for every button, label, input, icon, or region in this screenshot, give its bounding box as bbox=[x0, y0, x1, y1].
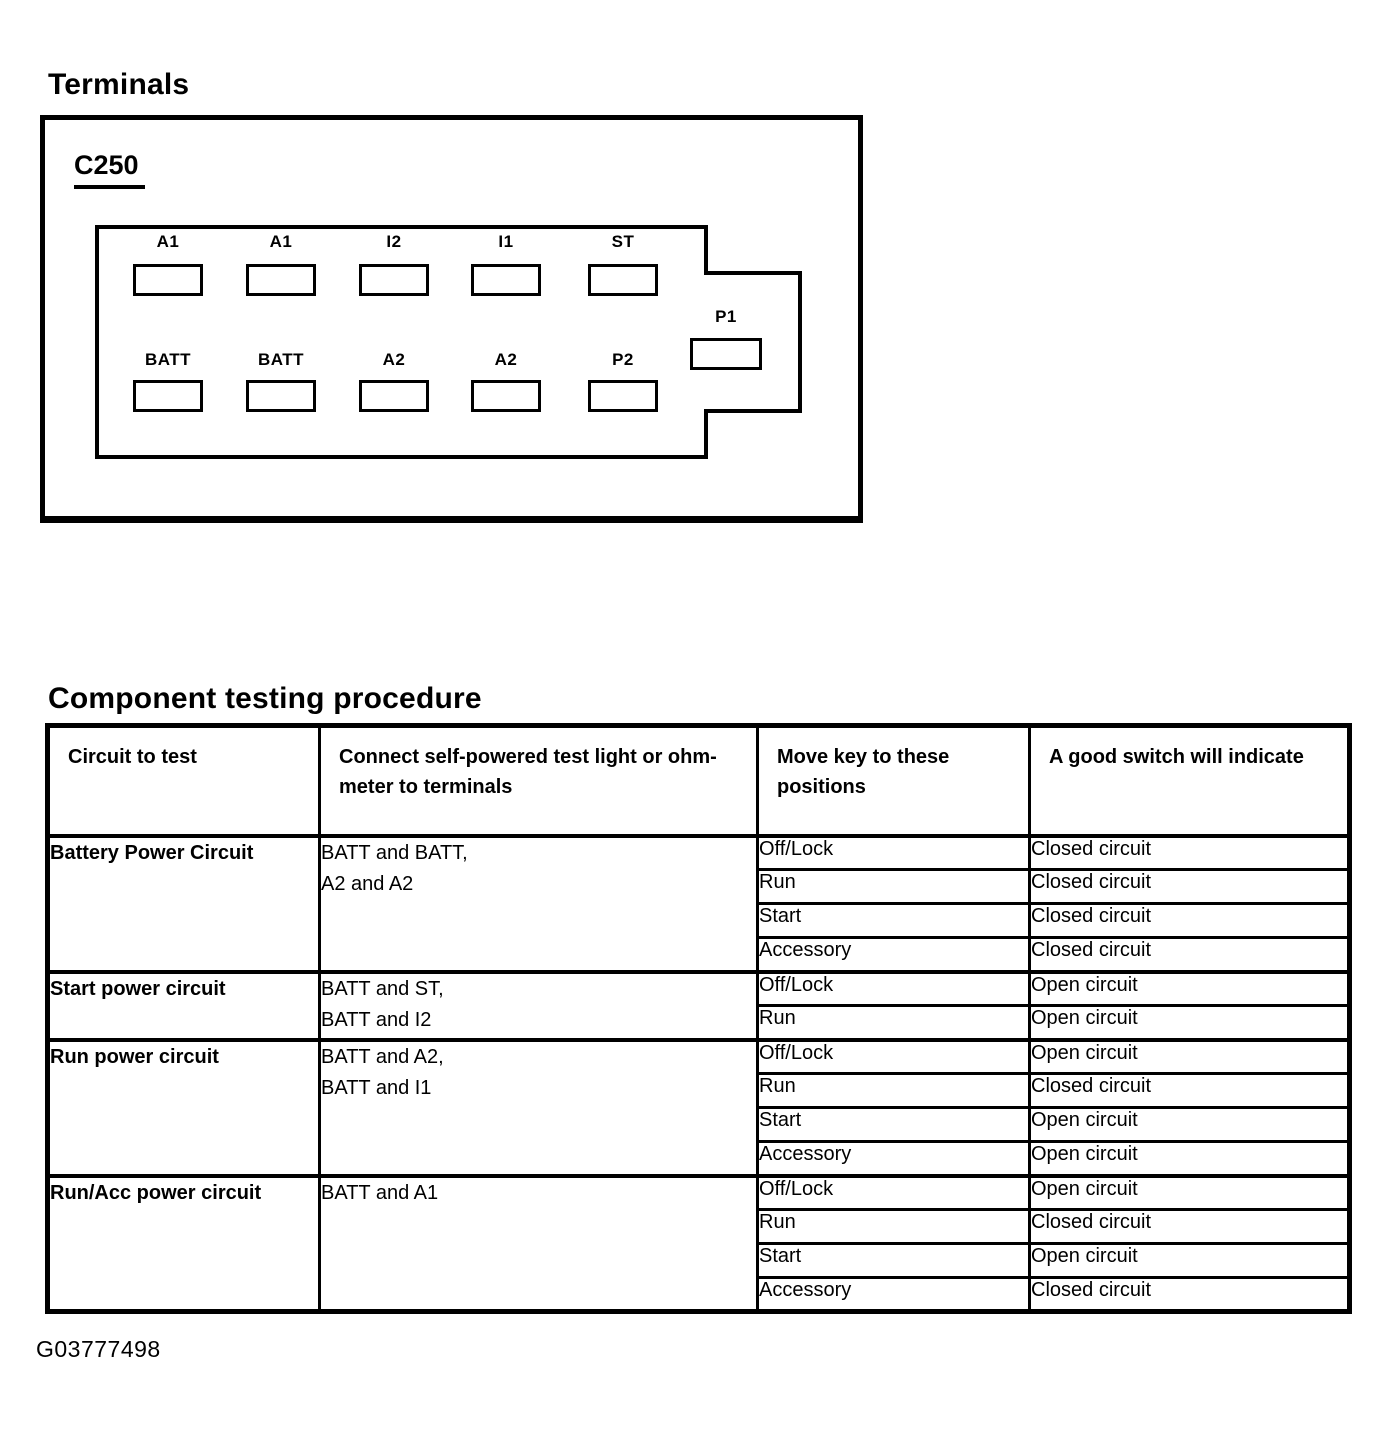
table-row: Run power circuit BATT and A2, BATT and … bbox=[46, 1037, 1351, 1177]
circuit-cell: Battery Power Circuit bbox=[46, 833, 321, 973]
procedure-heading: Component testing procedure bbox=[48, 682, 482, 715]
figure-id: G03777498 bbox=[36, 1336, 161, 1362]
terminals-line: A2 and A2 bbox=[321, 872, 414, 895]
table-row: Run Closed circuit bbox=[48, 868, 1351, 905]
terminal-label-p1: P1 bbox=[715, 307, 737, 326]
header-line: Circuit to test bbox=[68, 746, 197, 768]
terminal-label-top-2: A1 bbox=[269, 232, 293, 251]
testing-procedure-table: Circuit to test Connect self-powered tes… bbox=[45, 723, 1352, 1314]
terminal-box-bottom-5 bbox=[588, 380, 658, 412]
result-cell: Closed circuit bbox=[1028, 1072, 1351, 1109]
terminal-box-p1 bbox=[690, 338, 762, 370]
key-position-cell: Off/Lock bbox=[756, 969, 1031, 1007]
table-row: Run Closed circuit bbox=[48, 1072, 1351, 1109]
key-position-cell: Run bbox=[756, 1208, 1031, 1245]
terminal-label-top-3: I2 bbox=[386, 232, 402, 251]
terminal-box-top-5 bbox=[588, 264, 658, 296]
table-header-row: Circuit to test Connect self-powered tes… bbox=[46, 724, 1351, 838]
terminal-label-bottom-1: BATT bbox=[144, 350, 192, 369]
terminal-box-top-1 bbox=[133, 264, 203, 296]
header-connect-terminals: Connect self-powered test light or ohm- … bbox=[318, 724, 759, 838]
terminals-cell: BATT and A2, BATT and I1 bbox=[318, 1037, 759, 1177]
table-row: Accessory Closed circuit bbox=[48, 1276, 1351, 1313]
header-line: meter to terminals bbox=[339, 776, 513, 798]
terminal-box-top-2 bbox=[246, 264, 316, 296]
terminals-line: BATT and A1 bbox=[321, 1181, 439, 1204]
terminal-label-bottom-4: A2 bbox=[494, 350, 518, 369]
result-cell: Closed circuit bbox=[1028, 833, 1351, 871]
result-cell: Open circuit bbox=[1028, 1037, 1351, 1075]
result-cell: Closed circuit bbox=[1028, 1276, 1351, 1313]
terminal-label-top-5: ST bbox=[611, 232, 635, 251]
terminals-line: BATT and A2, bbox=[321, 1045, 444, 1068]
terminal-box-top-4 bbox=[471, 264, 541, 296]
key-position-cell: Accessory bbox=[756, 1140, 1031, 1177]
table-row: Run Closed circuit bbox=[48, 1208, 1351, 1245]
header-good-switch: A good switch will indicate bbox=[1028, 724, 1351, 838]
terminals-cell: BATT and A1 bbox=[318, 1173, 759, 1313]
key-position-cell: Off/Lock bbox=[756, 833, 1031, 871]
terminal-box-bottom-3 bbox=[359, 380, 429, 412]
terminal-box-bottom-1 bbox=[133, 380, 203, 412]
table-row: Start Open circuit bbox=[48, 1106, 1351, 1143]
result-cell: Open circuit bbox=[1028, 1242, 1351, 1279]
terminal-box-bottom-2 bbox=[246, 380, 316, 412]
table-row: Start Open circuit bbox=[48, 1242, 1351, 1279]
key-position-cell: Run bbox=[756, 868, 1031, 905]
key-position-cell: Start bbox=[756, 902, 1031, 939]
terminal-box-bottom-4 bbox=[471, 380, 541, 412]
header-circuit-to-test: Circuit to test bbox=[46, 724, 321, 838]
result-cell: Closed circuit bbox=[1028, 868, 1351, 905]
header-line: A good switch will indicate bbox=[1049, 746, 1304, 768]
terminals-line: BATT and ST, bbox=[321, 977, 444, 1000]
result-cell: Open circuit bbox=[1028, 1106, 1351, 1143]
terminals-cell: BATT and BATT, A2 and A2 bbox=[318, 833, 759, 973]
terminals-line: BATT and I2 bbox=[321, 1008, 432, 1031]
circuit-cell: Run/Acc power circuit bbox=[46, 1173, 321, 1313]
header-key-positions: Move key to these positions bbox=[756, 724, 1031, 838]
terminals-heading: Terminals bbox=[48, 68, 190, 101]
header-line: positions bbox=[777, 776, 866, 798]
terminals-line: BATT and I1 bbox=[321, 1076, 432, 1099]
result-cell: Open circuit bbox=[1028, 1173, 1351, 1211]
result-cell: Open circuit bbox=[1028, 1004, 1351, 1041]
table-row: Run Open circuit bbox=[48, 1004, 1351, 1041]
key-position-cell: Off/Lock bbox=[756, 1173, 1031, 1211]
key-position-cell: Off/Lock bbox=[756, 1037, 1031, 1075]
table-row: Accessory Open circuit bbox=[48, 1140, 1351, 1177]
terminal-label-bottom-3: A2 bbox=[382, 350, 406, 369]
table-row: Start Closed circuit bbox=[48, 902, 1351, 939]
key-position-cell: Start bbox=[756, 1242, 1031, 1279]
connector-id-label: C250 bbox=[74, 150, 145, 189]
terminal-label-bottom-5: P2 bbox=[612, 350, 634, 369]
key-position-cell: Accessory bbox=[756, 1276, 1031, 1313]
terminal-label-bottom-2: BATT bbox=[257, 350, 305, 369]
result-cell: Closed circuit bbox=[1028, 936, 1351, 973]
key-position-cell: Start bbox=[756, 1106, 1031, 1143]
terminal-box-top-3 bbox=[359, 264, 429, 296]
terminal-label-top-4: I1 bbox=[498, 232, 514, 251]
table-row: Battery Power Circuit BATT and BATT, A2 … bbox=[46, 833, 1351, 973]
key-position-cell: Run bbox=[756, 1072, 1031, 1109]
result-cell: Open circuit bbox=[1028, 969, 1351, 1007]
result-cell: Open circuit bbox=[1028, 1140, 1351, 1177]
header-line: Connect self-powered test light or ohm- bbox=[339, 746, 717, 768]
result-cell: Closed circuit bbox=[1028, 902, 1351, 939]
circuit-cell: Run power circuit bbox=[46, 1037, 321, 1177]
table-row: Accessory Closed circuit bbox=[48, 936, 1351, 973]
terminals-cell: BATT and ST, BATT and I2 bbox=[318, 969, 759, 1041]
terminal-label-top-1: A1 bbox=[156, 232, 180, 251]
circuit-cell: Start power circuit bbox=[46, 969, 321, 1041]
terminals-line: BATT and BATT, bbox=[321, 841, 468, 864]
table-row: Start power circuit BATT and ST, BATT an… bbox=[46, 969, 1351, 1041]
result-cell: Closed circuit bbox=[1028, 1208, 1351, 1245]
table-row: Run/Acc power circuit BATT and A1 Off/Lo… bbox=[46, 1173, 1351, 1313]
key-position-cell: Accessory bbox=[756, 936, 1031, 973]
key-position-cell: Run bbox=[756, 1004, 1031, 1041]
header-line: Move key to these bbox=[777, 746, 950, 768]
